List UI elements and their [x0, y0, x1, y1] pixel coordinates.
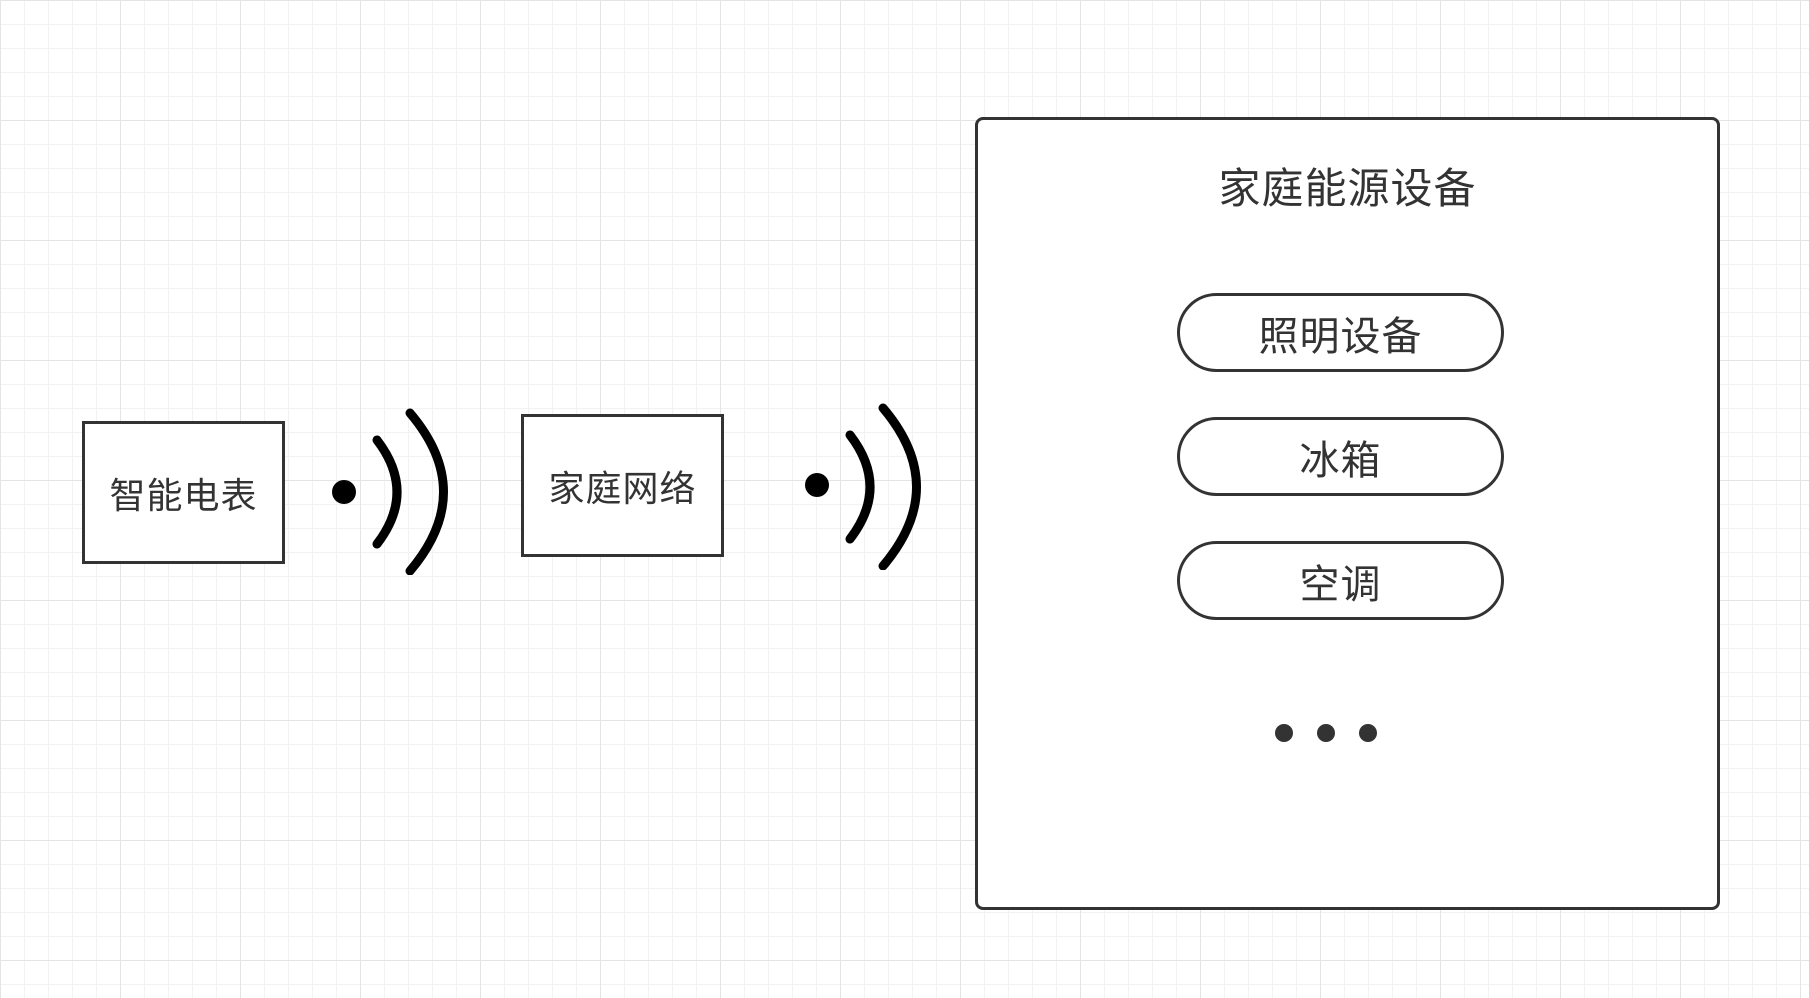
smart-meter-node: 智能电表	[82, 421, 285, 564]
ellipsis-dot	[1275, 724, 1293, 742]
device-refrigerator-label: 冰箱	[1299, 437, 1382, 484]
home-energy-devices-container: 家庭能源设备 照明设备 冰箱 空调	[975, 117, 1720, 910]
device-air-conditioner-label: 空调	[1299, 561, 1382, 608]
wireless-signal-icon	[805, 403, 921, 570]
device-lighting-label: 照明设备	[1258, 313, 1423, 360]
home-network-label: 家庭网络	[548, 468, 697, 510]
ellipsis-dot	[1317, 724, 1335, 742]
more-devices-ellipsis-icon	[1275, 722, 1395, 746]
device-air-conditioner: 空调	[1177, 541, 1504, 620]
ellipsis-dot	[1359, 724, 1377, 742]
wireless-signal-icon	[332, 408, 448, 575]
home-network-node: 家庭网络	[521, 414, 724, 557]
home-energy-devices-title: 家庭能源设备	[1218, 164, 1477, 213]
device-refrigerator: 冰箱	[1177, 417, 1504, 496]
device-lighting: 照明设备	[1177, 293, 1504, 372]
smart-meter-label: 智能电表	[109, 475, 258, 517]
